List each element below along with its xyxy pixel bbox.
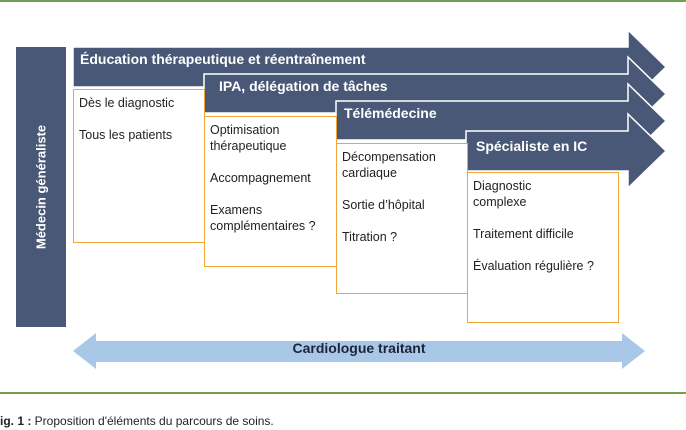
box-item: Traitement difficile: [473, 227, 574, 241]
box-specialiste: Diagnostic complexe Traitement difficile…: [467, 172, 619, 323]
box-item: Sortie d’hôpital: [342, 198, 425, 212]
arrow-title: IPA, délégation de tâches: [219, 78, 388, 94]
box-telemedecine: Décompensation cardiaque Sortie d’hôpita…: [336, 143, 468, 294]
arrow-title: Spécialiste en IC: [476, 138, 588, 154]
arrow-title: Télémédecine: [344, 105, 437, 121]
figure-caption: ig. 1 : Proposition d'éléments du parcou…: [0, 414, 274, 428]
caption-label: ig. 1 :: [0, 414, 32, 428]
box-item: Tous les patients: [79, 128, 173, 142]
box-item: Évaluation régulière ?: [473, 259, 594, 273]
box-item: Dès le diagnostic: [79, 96, 175, 110]
box-item: Diagnostic complexe: [473, 179, 532, 209]
box-gp: Dès le diagnostic Tous les patients: [73, 89, 205, 243]
box-item: Décompensation cardiaque: [342, 150, 436, 180]
arrow-specialiste: [465, 112, 668, 190]
arrow-title: Éducation thérapeutique et réentraînemen…: [80, 51, 366, 67]
box-item: Titration ?: [342, 230, 398, 244]
cardiologue-label: Cardiologue traitant: [292, 340, 426, 356]
bottom-rule: [0, 392, 686, 394]
box-item: Optimisation thérapeutique: [210, 123, 287, 153]
general-practitioner-bar: Médecin généraliste: [16, 47, 66, 327]
box-item: Accompagnement: [210, 171, 311, 185]
top-rule: [0, 0, 686, 2]
box-ipa: Optimisation thérapeutique Accompagnemen…: [204, 116, 337, 267]
caption-text: Proposition d'éléments du parcours de so…: [31, 414, 274, 428]
arrow-cardiologue: [73, 333, 645, 369]
box-item: Examens complémentaires ?: [210, 203, 316, 233]
